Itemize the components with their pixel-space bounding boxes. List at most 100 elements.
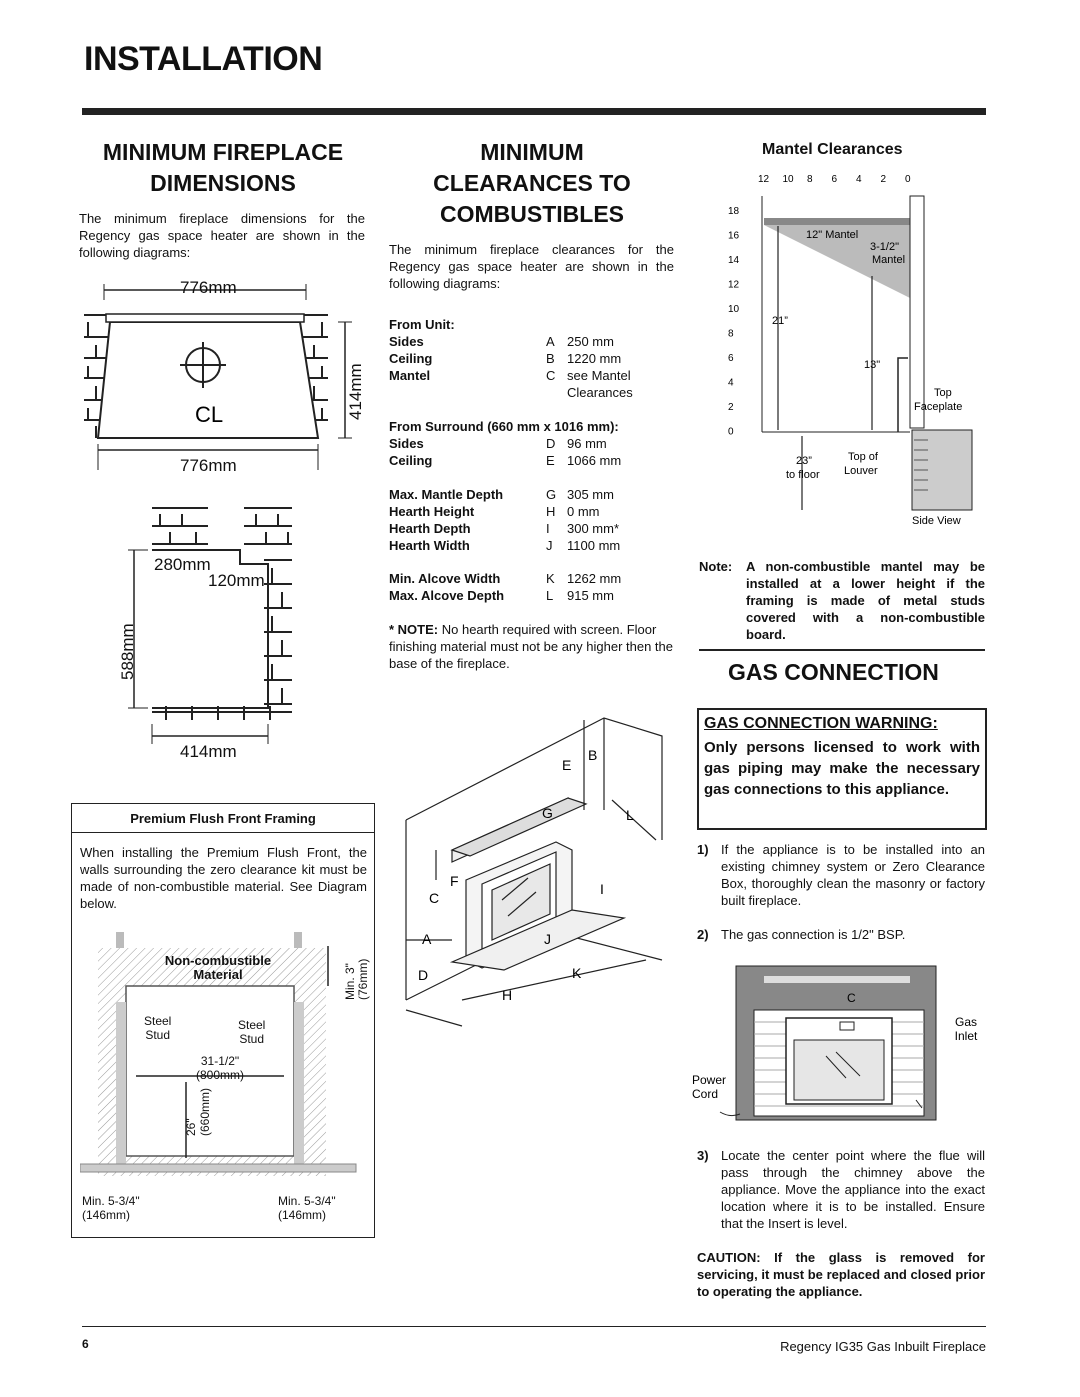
frame-height-line2: (660mm) bbox=[198, 1087, 212, 1136]
x-tick-label: 2 bbox=[881, 174, 887, 185]
gas-step-3: 3) Locate the center point where the flu… bbox=[697, 1147, 985, 1232]
x-tick-label: 0 bbox=[905, 174, 911, 185]
min-top-label: Min. 3" (76mm) bbox=[343, 958, 370, 1000]
y-tick-label: 6 bbox=[728, 353, 734, 364]
steel-stud-right-line2: Stud bbox=[239, 1032, 265, 1046]
letter-a: A bbox=[422, 931, 432, 947]
mantel-note: Note: A non-combustible mantel may be in… bbox=[699, 558, 985, 643]
unit-label: Mantel bbox=[389, 368, 431, 383]
hearth-label: Max. Mantle Depth bbox=[389, 487, 504, 502]
side-step-label: 120mm bbox=[208, 571, 265, 590]
surround-value: 1066 mm bbox=[567, 453, 622, 468]
frame-width-line2: (800mm) bbox=[196, 1068, 245, 1082]
gas-inlet-line1: Gas bbox=[955, 1015, 977, 1029]
unit-value: 1220 mm bbox=[567, 351, 622, 366]
opening-outline bbox=[125, 985, 295, 1157]
y-tick-label: 16 bbox=[728, 231, 740, 242]
clearance-wedge bbox=[764, 225, 910, 298]
steel-stud-right: Steel Stud bbox=[238, 1018, 265, 1046]
unit-key: C bbox=[546, 368, 556, 383]
hearth-label: Hearth Width bbox=[389, 538, 470, 553]
letter-g: G bbox=[542, 805, 553, 821]
gas-step-1-num: 1) bbox=[697, 842, 709, 857]
surround-key: E bbox=[546, 453, 555, 468]
label-21: 21” bbox=[772, 315, 788, 327]
min-top-line2: (76mm) bbox=[356, 958, 370, 1000]
letter-f: F bbox=[450, 873, 459, 889]
alcove-label: Max. Alcove Depth bbox=[389, 588, 505, 603]
frame-width-label: 31-1/2" (800mm) bbox=[196, 1054, 244, 1082]
gas-connection-diagram: C Gas Inlet Power Cord bbox=[692, 965, 978, 1121]
alcove-key: K bbox=[546, 571, 555, 586]
label-12-mantel: 12" Mantel bbox=[806, 229, 858, 241]
height-label: 414mm bbox=[346, 363, 365, 420]
label-side-view: Side View bbox=[912, 515, 961, 527]
gas-warning-text: Only persons licensed to work with gas p… bbox=[704, 739, 980, 798]
gas-step-2-text: The gas connection is 1/2" BSP. bbox=[721, 927, 906, 942]
label-13: 13" bbox=[864, 359, 880, 371]
hearth-note: * NOTE: No hearth required with screen. … bbox=[389, 621, 677, 672]
min-dims-heading: MINIMUM FIREPLACE DIMENSIONS bbox=[78, 137, 368, 199]
isometric-clearance-diagram: A B C D E F G H I J K L bbox=[405, 717, 663, 1027]
y-tick-label: 12 bbox=[728, 280, 740, 291]
mantel-continuation: Clearances bbox=[567, 385, 633, 400]
mantel-note-text: A non-combustible mantel may be installe… bbox=[746, 559, 985, 642]
min-dims-heading-line1: MINIMUM FIREPLACE bbox=[102, 139, 344, 165]
hearth-key: H bbox=[546, 504, 556, 519]
y-tick-label: 2 bbox=[728, 402, 734, 413]
unit-key: A bbox=[546, 334, 555, 349]
label-louver: Louver bbox=[844, 465, 878, 477]
y-tick-label: 4 bbox=[728, 378, 734, 389]
clearances-heading-line1: MINIMUM bbox=[480, 139, 584, 165]
gas-step-2: 2) The gas connection is 1/2" BSP. bbox=[697, 926, 985, 943]
gas-section-rule bbox=[699, 649, 985, 651]
bottom-width-label: 776mm bbox=[180, 456, 237, 475]
mantel-note-lead: Note: bbox=[699, 559, 733, 574]
letter-b: B bbox=[588, 747, 597, 763]
side-height-label: 588mm bbox=[118, 623, 137, 680]
unit-label: Ceiling bbox=[389, 351, 433, 366]
frame-width-line1: 31-1/2" bbox=[200, 1054, 240, 1068]
side-bottom-label: 414mm bbox=[180, 742, 237, 761]
power-cord-line1: Power bbox=[692, 1073, 726, 1087]
hearth-label: Hearth Height bbox=[389, 504, 475, 519]
flush-front-text: When installing the Premium Flush Front,… bbox=[80, 845, 367, 911]
min-dims-text: The minimum fireplace dimensions for the… bbox=[79, 211, 365, 260]
material-line1: Non-combustible bbox=[164, 953, 272, 968]
header-rule bbox=[82, 108, 986, 115]
min-side-left-line2: (146mm) bbox=[82, 1208, 131, 1222]
side-depth-label: 280mm bbox=[154, 555, 211, 574]
from-unit-heading: From Unit: bbox=[389, 317, 455, 332]
alcove-label: Min. Alcove Width bbox=[389, 571, 501, 586]
flush-front-title: Premium Flush Front Framing bbox=[130, 811, 316, 826]
letter-l: L bbox=[626, 807, 634, 823]
label-to-floor: to floor bbox=[786, 469, 820, 481]
steel-stud-left-line1: Steel bbox=[144, 1014, 172, 1028]
hearth-value: 300 mm* bbox=[567, 521, 620, 536]
gas-step-2-num: 2) bbox=[697, 927, 709, 942]
label-35-b: Mantel bbox=[872, 254, 905, 266]
flush-front-box: Premium Flush Front Framing When install… bbox=[71, 803, 375, 1238]
footer-page-number: 6 bbox=[82, 1337, 89, 1351]
label-35-a: 3-1/2" bbox=[870, 241, 899, 253]
frame-height-line1: 26" bbox=[184, 1118, 198, 1136]
alcove-outline bbox=[152, 549, 269, 709]
page-title: INSTALLATION bbox=[84, 40, 323, 78]
letter-c: C bbox=[429, 890, 439, 906]
clearances-heading-line3: COMBUSTIBLES bbox=[440, 201, 624, 227]
glass-caution: CAUTION: If the glass is removed for ser… bbox=[697, 1250, 985, 1299]
hearth-value: 305 mm bbox=[567, 487, 614, 502]
centerline-mark: CL bbox=[195, 402, 223, 427]
